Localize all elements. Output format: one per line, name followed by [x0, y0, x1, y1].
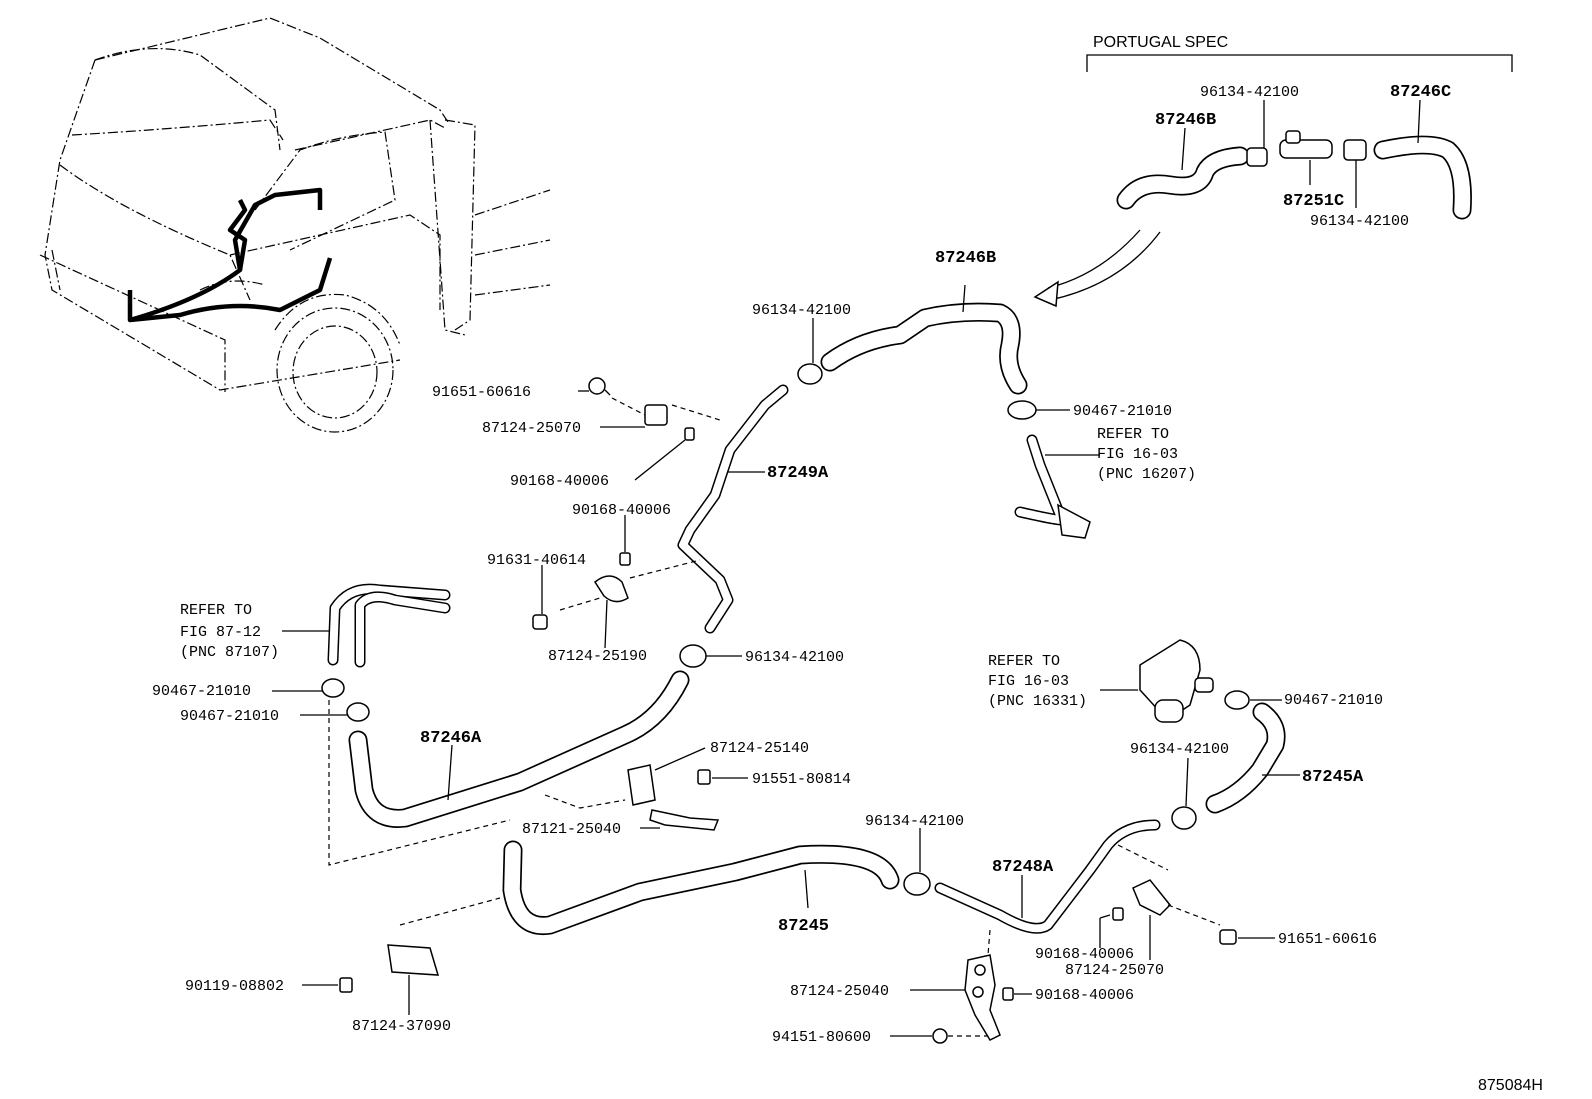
clamp-icon — [1343, 139, 1367, 161]
callout-91631-40614: 91631-40614 — [487, 552, 586, 569]
bolt-icon — [588, 377, 606, 395]
callout-90467-21010: 90467-21010 — [180, 708, 279, 725]
bracket-icon — [1132, 879, 1172, 916]
clamp-icon — [627, 764, 656, 806]
figure-code: 875084H — [1478, 1077, 1543, 1094]
callout-87124-25040: 87124-25040 — [790, 983, 889, 1000]
clamp-icon — [1171, 806, 1197, 830]
connector-icon — [1279, 139, 1333, 159]
clip-icon — [594, 575, 629, 603]
callout-90467-21010: 90467-21010 — [152, 683, 251, 700]
clamp-icon — [1007, 400, 1037, 420]
callout-90168-40006: 90168-40006 — [1035, 946, 1134, 963]
part-number-87246C: 87246C — [1390, 83, 1451, 102]
refer-note-line3: (PNC 87107) — [180, 644, 279, 661]
callout-87124-25190: 87124-25190 — [548, 648, 647, 665]
callout-90168-40006: 90168-40006 — [1035, 987, 1134, 1004]
callout-87124-25070: 87124-25070 — [1065, 962, 1164, 979]
refer-note-line3: (PNC 16331) — [988, 693, 1087, 710]
bolt-icon — [697, 769, 711, 785]
callout-90467-21010: 90467-21010 — [1073, 403, 1172, 420]
bolt-icon — [339, 977, 353, 993]
bolt-icon — [1219, 929, 1237, 945]
vehicle-outline-drawing — [39, 17, 551, 433]
callout-87124-37090: 87124-37090 — [352, 1018, 451, 1035]
callout-96134-42100: 96134-42100 — [1130, 741, 1229, 758]
part-number-87251C: 87251C — [1283, 192, 1344, 211]
refer-note-line2: FIG 87-12 — [180, 624, 261, 641]
refer-note-line1: REFER TO — [180, 602, 252, 619]
hose-87246A-assembly: 87246A 87124-25140 91551-80814 87121-250… — [348, 670, 851, 838]
bolt-icon — [532, 614, 548, 630]
bracket-icon — [387, 944, 440, 976]
callout-96134-42100: 96134-42100 — [1200, 84, 1299, 101]
callout-94151-80600: 94151-80600 — [772, 1029, 871, 1046]
part-number-87245: 87245 — [778, 917, 829, 936]
portugal-spec-group: PORTUGAL SPEC 96134-42100 87246C 87246B … — [1033, 34, 1513, 308]
callout-87121-25040: 87121-25040 — [522, 821, 621, 838]
heater-pipes-left: REFER TO FIG 87-12 (PNC 87107) 90467-210… — [152, 583, 511, 866]
part-number-87246A: 87246A — [420, 729, 482, 748]
bolt-icon — [1002, 987, 1014, 1001]
callout-96134-42100: 96134-42100 — [865, 813, 964, 830]
clamp-icon — [346, 702, 370, 722]
part-number-87249A: 87249A — [767, 464, 829, 483]
callout-90168-40006: 90168-40006 — [572, 502, 671, 519]
refer-note-line1: REFER TO — [988, 653, 1060, 670]
refer-note-line1: REFER TO — [1097, 426, 1169, 443]
callout-87124-25070: 87124-25070 — [482, 420, 581, 437]
nut-icon — [932, 1028, 948, 1044]
callout-90467-21010: 90467-21010 — [1284, 692, 1383, 709]
bracket-icon — [644, 404, 668, 426]
bracket-icon — [964, 954, 1001, 1041]
clamp-icon — [679, 644, 707, 668]
refer-note-line2: FIG 16-03 — [988, 673, 1069, 690]
callout-91651-60616: 91651-60616 — [432, 384, 531, 401]
part-number-87246B: 87246B — [1155, 111, 1216, 130]
bracket-icon — [649, 809, 720, 831]
refer-note-line2: FIG 16-03 — [1097, 446, 1178, 463]
callout-91651-60616: 91651-60616 — [1278, 931, 1377, 948]
callout-96134-42100: 96134-42100 — [745, 649, 844, 666]
part-number-87246B: 87246B — [935, 249, 996, 268]
clamp-icon — [321, 678, 345, 698]
hose-87245-assembly: 87245 96134-42100 87124-37090 90119-0880… — [185, 813, 964, 1035]
callout-91551-80814: 91551-80814 — [752, 771, 851, 788]
clamp-icon — [1246, 147, 1268, 167]
clamp-icon — [797, 363, 823, 385]
bolt-icon — [619, 552, 631, 566]
portugal-spec-heading: PORTUGAL SPEC — [1093, 34, 1228, 51]
clamp-icon — [1224, 690, 1250, 710]
callout-90168-40006: 90168-40006 — [510, 473, 609, 490]
clamp-icon — [903, 872, 931, 896]
bolt-icon — [684, 427, 695, 441]
pipe-87248A-assembly: 87248A 96134-42100 87245A REFER TO FIG 1… — [934, 639, 1383, 979]
upper-hose-assembly: 87246B 96134-42100 90467-21010 REFER TO … — [432, 249, 1196, 668]
bracket-87124-25040-group: 90168-40006 87124-25040 94151-80600 — [772, 954, 1134, 1046]
callout-96134-42100: 96134-42100 — [1310, 213, 1409, 230]
bolt-icon — [1112, 907, 1124, 921]
callout-90119-08802: 90119-08802 — [185, 978, 284, 995]
part-number-87248A: 87248A — [992, 858, 1054, 877]
part-number-87245A: 87245A — [1302, 768, 1364, 787]
callout-96134-42100: 96134-42100 — [752, 302, 851, 319]
refer-note-line3: (PNC 16207) — [1097, 466, 1196, 483]
callout-87124-25140: 87124-25140 — [710, 740, 809, 757]
